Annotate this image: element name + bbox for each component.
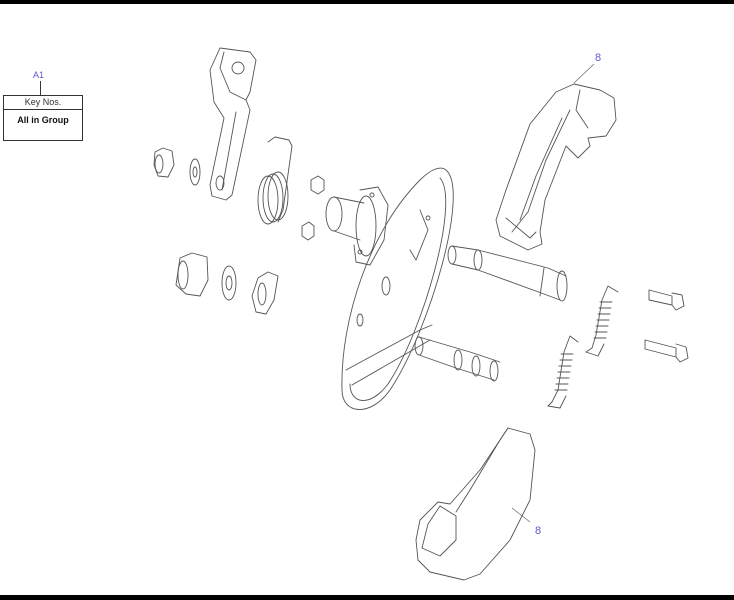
torsion-spring bbox=[257, 136, 293, 225]
brake-shoe-bottom bbox=[415, 427, 536, 581]
key-callout-label: A1 bbox=[33, 70, 45, 80]
key-legend-header: Key Nos. bbox=[4, 96, 82, 110]
callout-label-top-brake-shoe: 8 bbox=[595, 52, 602, 64]
washer-top-left bbox=[189, 158, 201, 186]
return-spring-lower bbox=[547, 335, 579, 409]
key-legend-box: Key Nos. All in Group bbox=[3, 95, 83, 141]
small-nut-lower bbox=[301, 221, 315, 241]
return-spring-upper bbox=[585, 285, 619, 357]
hex-nut-thin-lower bbox=[251, 271, 279, 315]
axle-hub bbox=[325, 186, 389, 266]
callout-label-bottom-brake-shoe: 8 bbox=[535, 525, 542, 537]
small-nut-upper bbox=[310, 175, 325, 195]
brake-shoe-top bbox=[495, 63, 617, 251]
cam-shaft bbox=[447, 245, 568, 302]
key-callout-leader bbox=[40, 81, 41, 95]
bolt-lower bbox=[644, 339, 689, 363]
hex-nut-large-lower bbox=[175, 252, 209, 297]
bolt-upper bbox=[648, 289, 685, 311]
bottom-frame-bar bbox=[0, 595, 734, 600]
washer-lower bbox=[221, 265, 237, 301]
brake-lever-arm bbox=[209, 47, 257, 201]
top-frame-bar bbox=[0, 0, 734, 4]
anchor-pin bbox=[414, 336, 501, 382]
hex-nut-top-left bbox=[153, 147, 175, 178]
brake-backing-plate bbox=[341, 167, 454, 410]
key-legend-value: All in Group bbox=[17, 115, 69, 125]
